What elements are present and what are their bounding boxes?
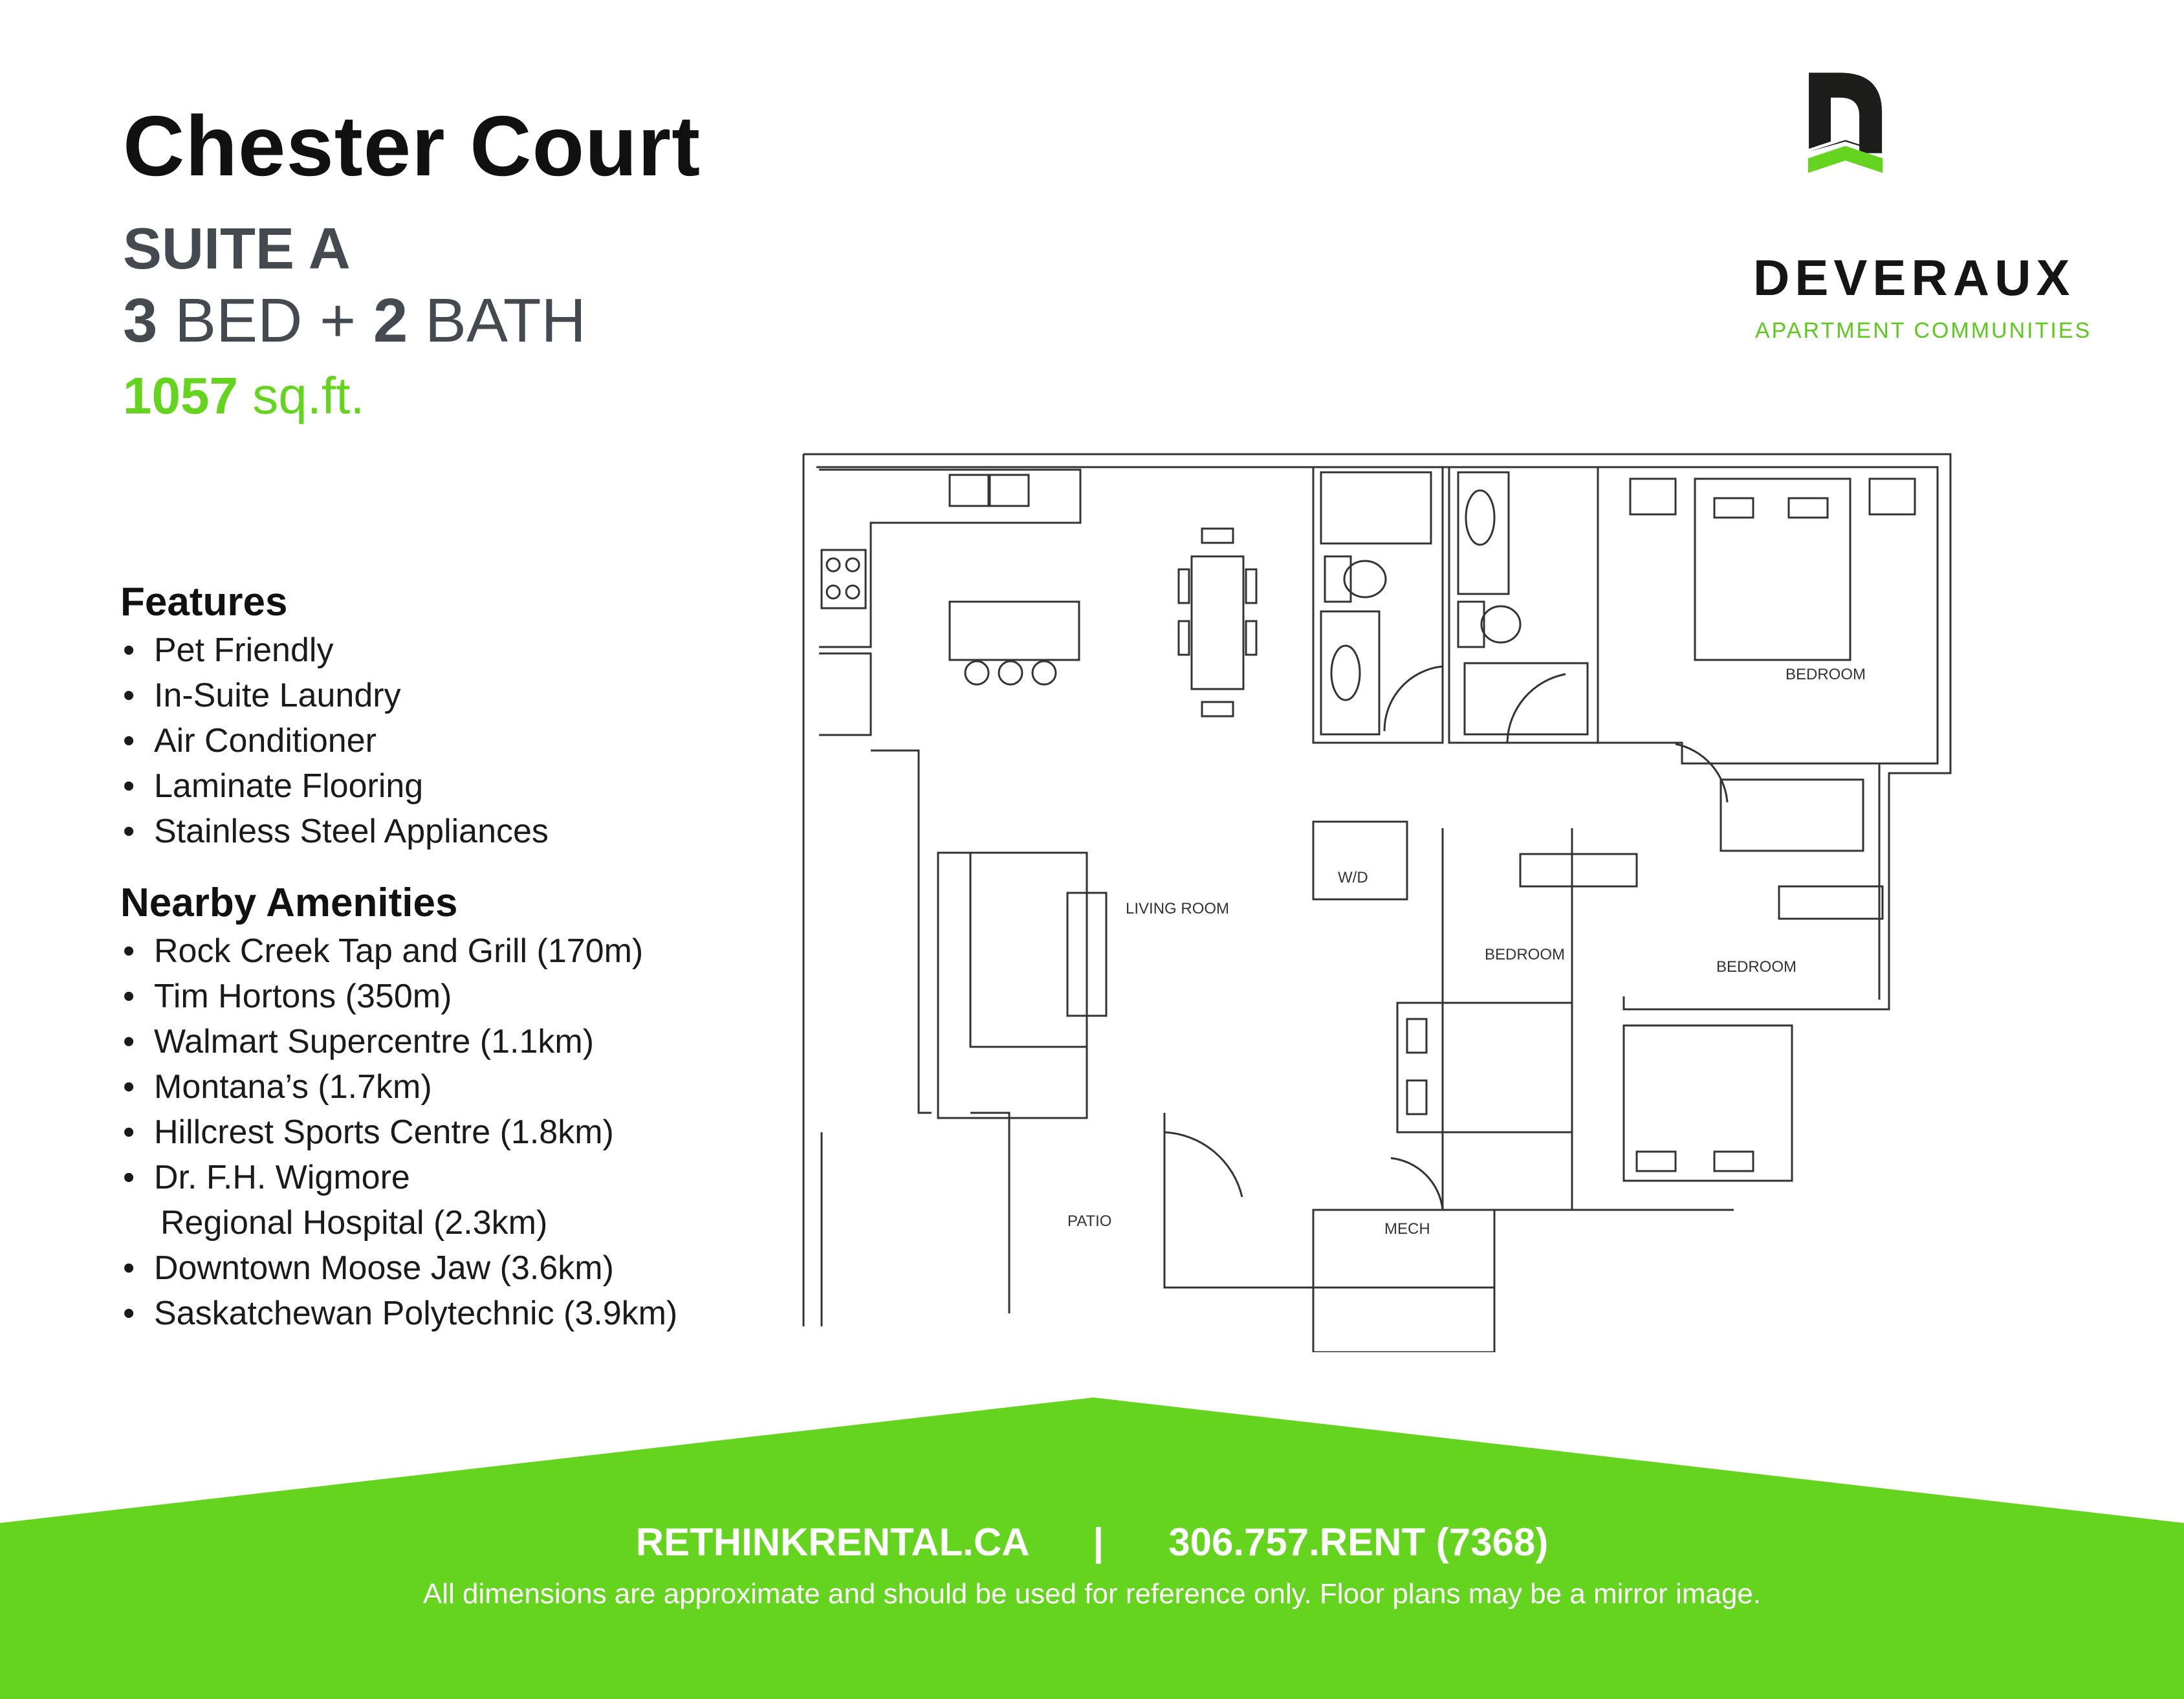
list-item: Regional Hospital (2.3km) xyxy=(160,1204,548,1242)
logo-name: DEVERAUX xyxy=(1753,249,2075,306)
bullet: • xyxy=(123,722,135,760)
sqft-value: 1057 xyxy=(123,367,238,424)
washer-dryer xyxy=(1312,820,1408,901)
bath-count: 2 xyxy=(373,286,408,355)
bed-label: BED + xyxy=(157,286,373,355)
list-item: •Hillcrest Sports Centre (1.8km) xyxy=(123,1110,677,1155)
website-link[interactable]: RETHINKRENTAL.CA xyxy=(635,1520,1029,1564)
bullet: • xyxy=(123,677,135,714)
bath-label: BATH xyxy=(408,286,586,355)
sink xyxy=(948,474,990,507)
list-item: •Saskatchewan Polytechnic (3.9km) xyxy=(123,1291,677,1336)
interior-wall xyxy=(871,749,932,1114)
list-item: •Laminate Flooring xyxy=(123,763,549,809)
features-heading: Features xyxy=(120,580,288,624)
disclaimer: All dimensions are approximate and shoul… xyxy=(422,1578,1762,1610)
list-item: •Dr. F.H. Wigmore xyxy=(123,1155,677,1200)
room-label-bedroom-2: BEDROOM xyxy=(1485,946,1565,963)
list-item: •Montana’s (1.7km) xyxy=(123,1064,677,1110)
list-item: •Walmart Supercentre (1.1km) xyxy=(123,1019,677,1064)
nightstand xyxy=(1629,477,1677,516)
list-item: •Air Conditioner xyxy=(123,718,549,763)
list-item: •Tim Hortons (350m) xyxy=(123,974,677,1019)
square-footage: 1057 sq.ft. xyxy=(123,370,365,422)
contact-line: RETHINKRENTAL.CA | 306.757.RENT (7368) xyxy=(0,1523,2184,1562)
bullet: • xyxy=(123,1295,135,1332)
kitchen-counter xyxy=(819,652,872,736)
page-title: Chester Court xyxy=(123,98,701,193)
bullet: • xyxy=(123,767,135,805)
floor-plan: BEDROOM LIVING ROOM W/D BEDROOM BEDROOM … xyxy=(802,453,1952,1352)
list-item: •Downtown Moose Jaw (3.6km) xyxy=(123,1245,677,1291)
room-label-mech: MECH xyxy=(1384,1220,1430,1238)
door-swing xyxy=(1383,665,1566,743)
bullet: • xyxy=(123,1068,135,1106)
door-swing xyxy=(1164,1131,1444,1211)
deveraux-d-logo-icon xyxy=(1807,72,1883,173)
phone-link[interactable]: 306.757.RENT (7368) xyxy=(1168,1520,1549,1564)
bullet: • xyxy=(123,631,135,669)
toilet xyxy=(1457,600,1485,648)
coffee-table xyxy=(1066,892,1108,1017)
bathtub xyxy=(1463,662,1589,736)
logo-subtitle: APARTMENT COMMUNITIES xyxy=(1755,318,2092,343)
bed xyxy=(1622,1024,1793,1182)
room-label-patio: PATIO xyxy=(1067,1212,1111,1230)
bullet: • xyxy=(123,1249,135,1287)
nightstand xyxy=(1868,477,1916,516)
exterior-wall xyxy=(803,453,1952,1011)
bullet: • xyxy=(123,1023,135,1060)
separator: | xyxy=(1093,1520,1104,1564)
bullet: • xyxy=(123,813,135,850)
amenities-list: •Rock Creek Tap and Grill (170m) •Tim Ho… xyxy=(123,928,677,1336)
bed-bath-count: 3 BED + 2 BATH xyxy=(123,290,586,352)
kitchen-island xyxy=(948,600,1080,661)
bed-count: 3 xyxy=(123,286,158,355)
room-label-living: LIVING ROOM xyxy=(1126,900,1229,917)
list-item: •Pet Friendly xyxy=(123,628,549,673)
sink xyxy=(988,474,1030,507)
sqft-unit: sq.ft. xyxy=(237,367,365,424)
list-item: •Rock Creek Tap and Grill (170m) xyxy=(123,928,677,974)
dining-table xyxy=(1190,555,1245,690)
bullet: • xyxy=(123,1113,135,1151)
door-swing xyxy=(1675,743,1729,803)
kitchen-counter xyxy=(819,468,1082,648)
bullet: • xyxy=(123,1159,135,1196)
bullet: • xyxy=(123,978,135,1015)
room-label-bedroom-1: BEDROOM xyxy=(1785,666,1866,683)
bathroom-wall xyxy=(1312,466,1444,744)
list-item: •Stainless Steel Appliances xyxy=(123,809,549,854)
room-label-bedroom-3: BEDROOM xyxy=(1716,958,1796,976)
toilet xyxy=(1324,555,1352,603)
amenities-heading: Nearby Amenities xyxy=(120,881,458,925)
vanity xyxy=(1320,610,1381,736)
features-list: •Pet Friendly •In-Suite Laundry •Air Con… xyxy=(123,628,549,854)
bathtub xyxy=(1320,471,1432,545)
stove xyxy=(820,549,867,609)
bullet: • xyxy=(123,932,135,970)
list-item: •In-Suite Laundry xyxy=(123,673,549,718)
bed xyxy=(1694,477,1851,661)
vanity xyxy=(1457,471,1510,595)
mech-room xyxy=(1312,1209,1496,1352)
suite-name: SUITE A xyxy=(123,217,351,281)
room-label-laundry: W/D xyxy=(1338,869,1368,886)
